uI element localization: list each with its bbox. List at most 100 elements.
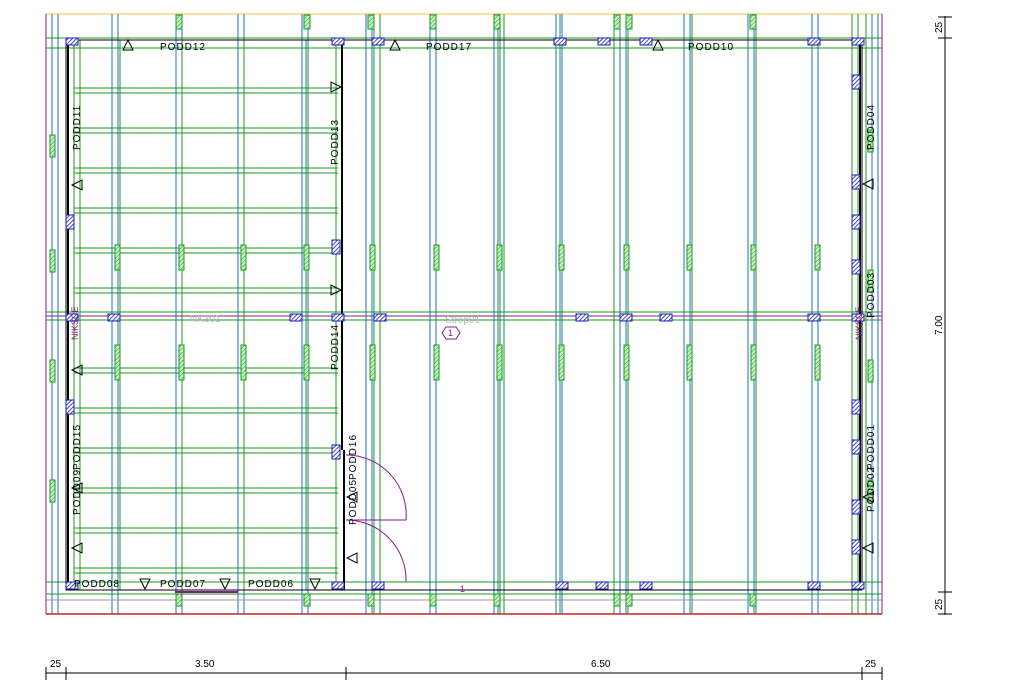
hatched-stub xyxy=(49,359,56,383)
window-opening xyxy=(65,581,79,590)
hatched-stub xyxy=(750,344,757,381)
window-opening xyxy=(851,313,865,322)
label-podd08[interactable]: PODD08 xyxy=(74,579,120,590)
window-opening xyxy=(371,581,385,590)
room-marker-hexagon-icon[interactable] xyxy=(441,326,461,340)
label-podd16[interactable]: PODD16 xyxy=(348,434,359,480)
window-opening xyxy=(555,581,569,590)
hatched-stub xyxy=(814,244,821,271)
door-swing-icon xyxy=(345,454,407,521)
dim-right-700: 7.00 xyxy=(934,315,945,335)
window-opening xyxy=(851,581,865,590)
dim-bottom-650: 6.50 xyxy=(591,659,611,670)
window-opening xyxy=(619,313,633,322)
hatched-stub xyxy=(493,14,501,30)
hatched-stub xyxy=(369,244,376,271)
hatched-stub xyxy=(496,344,503,381)
label-podd13[interactable]: PODD13 xyxy=(330,119,341,165)
label-niksce-left[interactable]: NIKSCE xyxy=(70,306,80,340)
room-marker-number: 1 xyxy=(448,328,453,338)
hatched-stub xyxy=(558,244,565,271)
support-triangle-icon xyxy=(861,491,874,503)
window-opening xyxy=(331,37,345,46)
hatched-stub xyxy=(558,344,565,381)
hatched-stub xyxy=(625,14,633,30)
structural-grid xyxy=(45,13,883,615)
column-opening xyxy=(851,74,861,90)
column-opening xyxy=(851,214,861,230)
hatched-stub xyxy=(178,344,185,381)
window-opening xyxy=(807,581,821,590)
support-triangle-icon xyxy=(219,578,231,591)
column-opening xyxy=(851,174,861,190)
support-triangle-icon xyxy=(330,81,343,93)
label-podd01[interactable]: PODD01 xyxy=(866,424,877,470)
label-podd15[interactable]: PODD15 xyxy=(72,424,83,470)
hatched-stub xyxy=(867,359,874,383)
window-opening xyxy=(595,581,609,590)
window-opening xyxy=(659,313,673,322)
label-podd06[interactable]: PODD06 xyxy=(248,579,294,590)
label-strop01[interactable]: Strop01 xyxy=(445,315,480,326)
label-podd02[interactable]: PODD02 xyxy=(866,466,877,512)
label-podd14[interactable]: PODD14 xyxy=(330,324,341,370)
window-opening xyxy=(553,37,567,46)
support-triangle-icon xyxy=(345,491,358,503)
column-opening xyxy=(851,399,861,415)
column-opening xyxy=(851,259,861,275)
hatched-stub xyxy=(367,593,375,607)
support-triangle-icon xyxy=(70,542,83,554)
window-opening xyxy=(851,37,865,46)
window-opening xyxy=(597,37,611,46)
window-opening xyxy=(639,37,653,46)
window-opening xyxy=(639,581,653,590)
hatched-stub xyxy=(867,479,874,503)
hatched-stub xyxy=(623,244,630,271)
label-podd07[interactable]: PODD07 xyxy=(160,579,206,590)
hatched-stub xyxy=(178,244,185,271)
hatched-stub xyxy=(814,344,821,381)
label-podd03[interactable]: PODD03 xyxy=(866,272,877,318)
support-triangle-icon xyxy=(345,552,358,564)
label-podd11[interactable]: PODD11 xyxy=(72,105,83,150)
hatched-stub xyxy=(240,244,247,271)
window-opening xyxy=(575,313,589,322)
support-triangle-icon xyxy=(70,482,83,494)
support-triangle-icon xyxy=(309,578,321,591)
window-opening xyxy=(331,313,345,322)
label-nk301[interactable]: NK301 xyxy=(190,314,221,325)
column-opening xyxy=(851,499,861,515)
column-opening xyxy=(65,214,75,230)
label-niksce-right[interactable]: NIKSCE xyxy=(854,306,864,340)
support-triangle-icon xyxy=(70,179,83,191)
support-triangle-icon xyxy=(652,38,664,51)
window-opening xyxy=(331,581,345,590)
dim-bottom-right-25: 25 xyxy=(865,659,877,670)
dim-right-top-25: 25 xyxy=(934,21,945,33)
label-podd12[interactable]: PODD12 xyxy=(160,42,206,53)
column-opening xyxy=(65,399,75,415)
hatched-stub xyxy=(493,593,501,607)
column-opening xyxy=(331,239,341,255)
hatched-stub xyxy=(686,344,693,381)
label-podd09[interactable]: PODD09 xyxy=(72,469,83,515)
hatched-stub xyxy=(749,593,757,607)
label-podd17[interactable]: PODD17 xyxy=(426,42,472,53)
hatched-stub xyxy=(303,344,310,381)
label-podd10[interactable]: PODD10 xyxy=(688,42,734,53)
hatched-stub xyxy=(429,14,437,30)
label-podd05[interactable]: PODD05 xyxy=(348,479,359,525)
hatched-stub xyxy=(49,249,56,273)
hatched-stub xyxy=(429,593,437,607)
column-opening xyxy=(851,439,861,455)
support-triangle-icon xyxy=(861,178,874,190)
hatched-stub xyxy=(175,14,183,30)
hatched-stub xyxy=(114,344,121,381)
hatched-stub xyxy=(303,14,311,30)
hatched-stub xyxy=(49,134,56,158)
hatched-stub xyxy=(749,14,757,30)
window-opening xyxy=(65,313,79,322)
label-podd04[interactable]: PODD04 xyxy=(866,104,877,150)
window-opening xyxy=(371,37,385,46)
